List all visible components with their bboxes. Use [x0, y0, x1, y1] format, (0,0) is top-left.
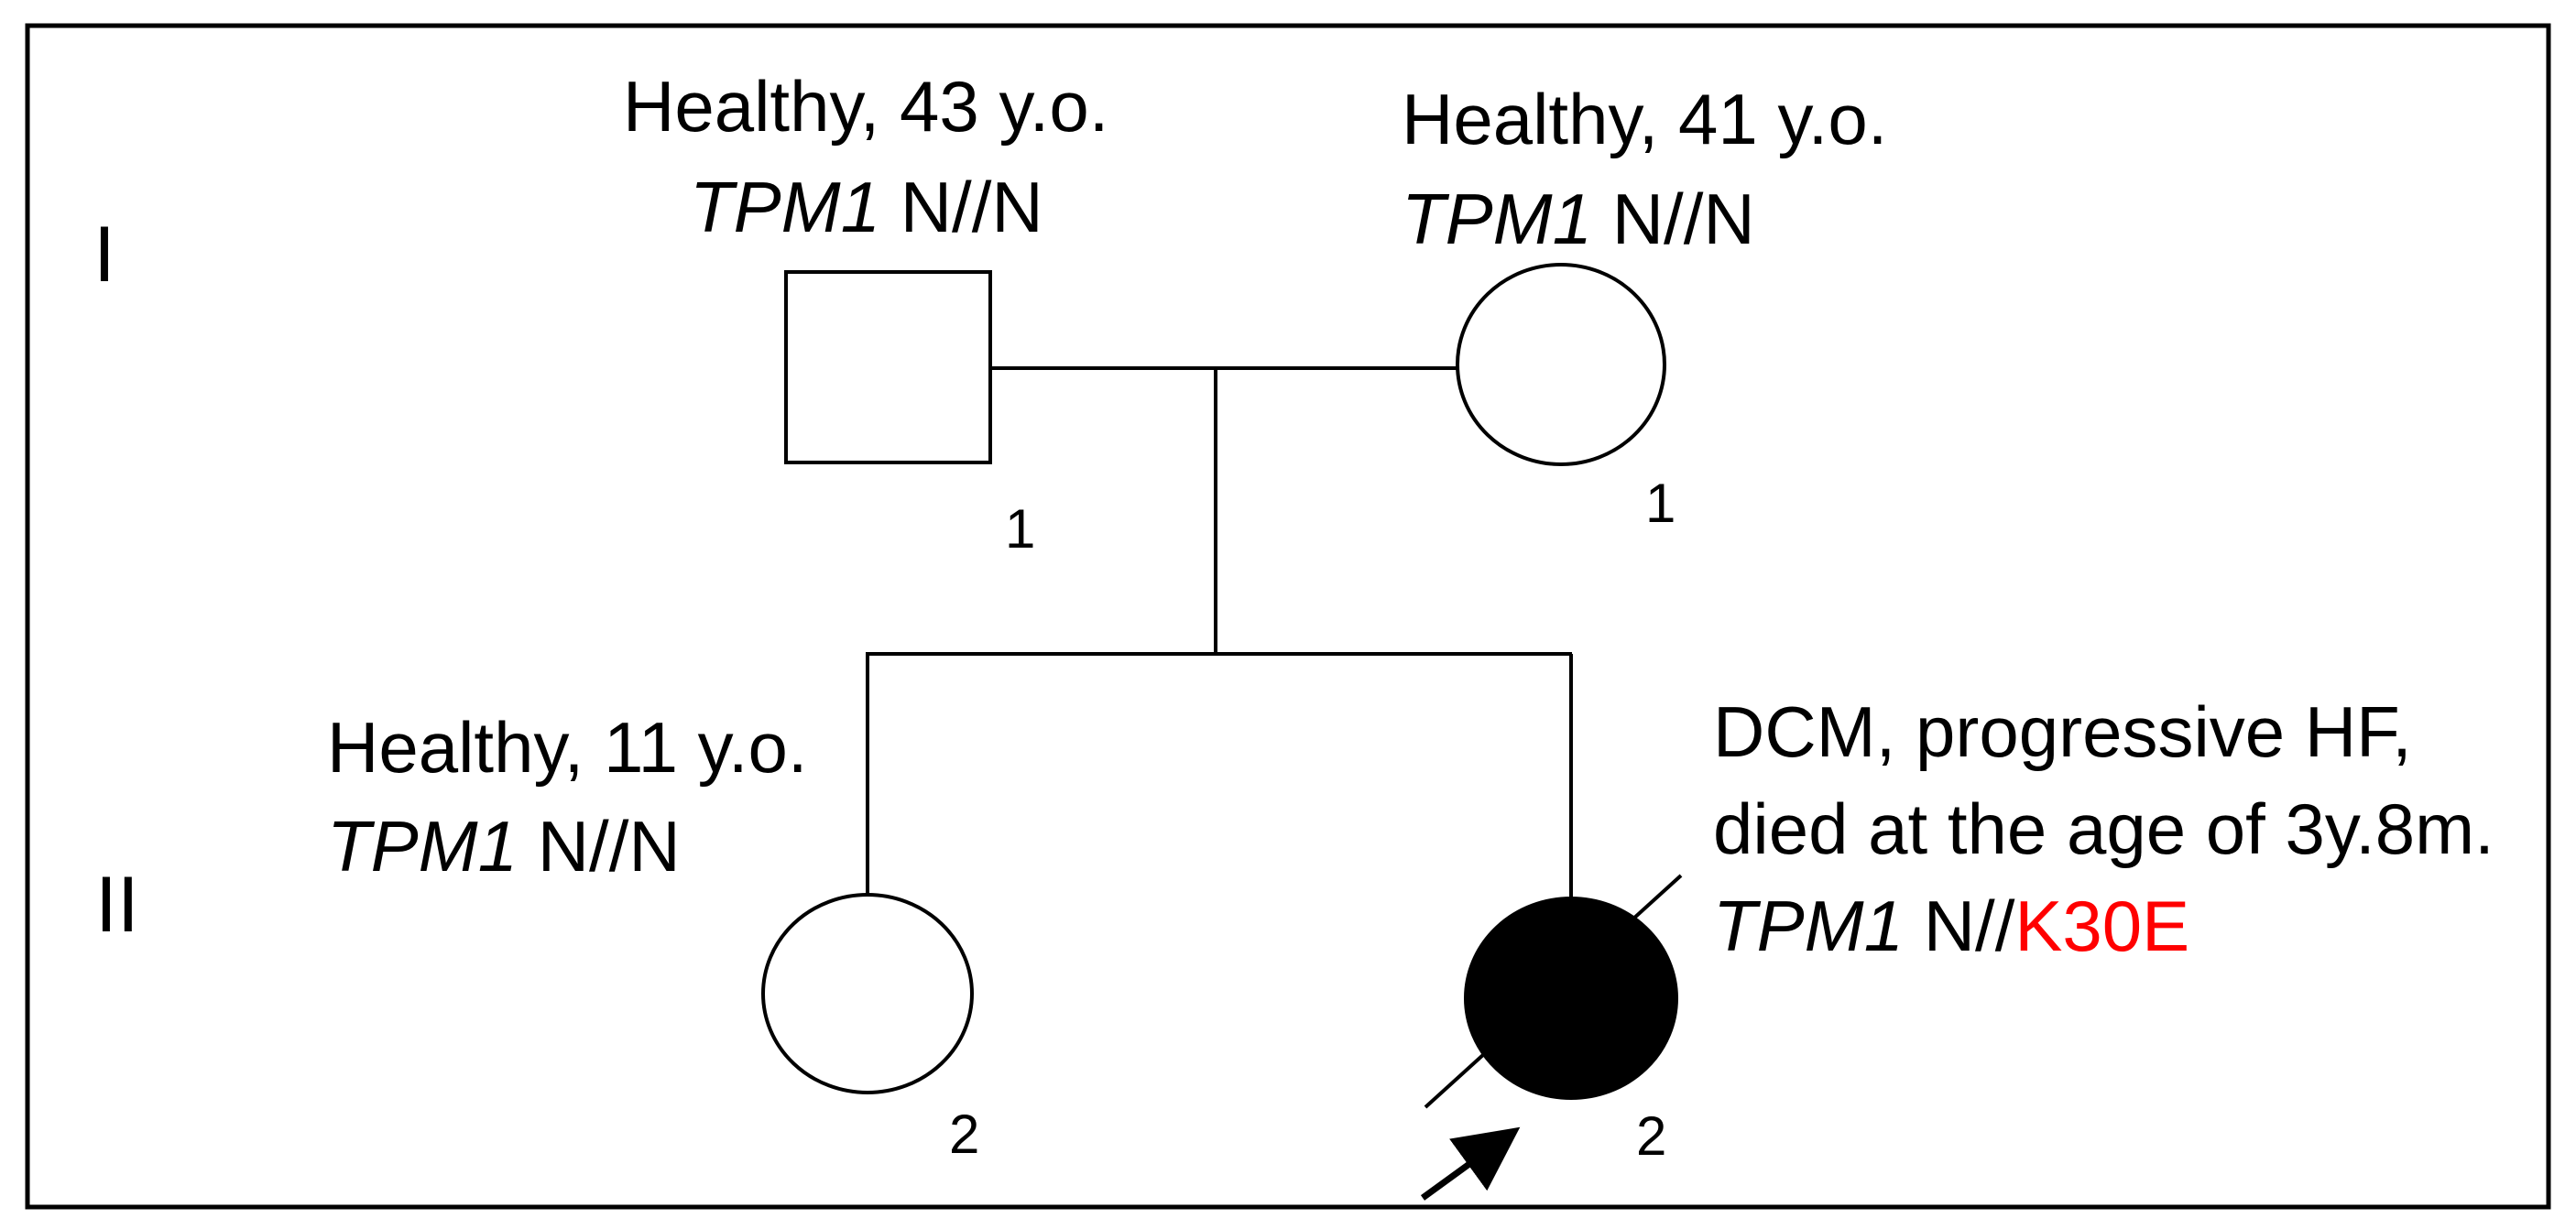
father-symbol: [784, 270, 992, 464]
proband-arrow: [1420, 1126, 1521, 1201]
proband-status-line1: DCM, progressive HF,: [1713, 691, 2412, 772]
proband-number: 2: [1636, 1105, 1667, 1167]
proband-symbol: [1464, 897, 1678, 1100]
sister-genotype: N//N: [537, 806, 681, 886]
sister-status: Healthy, 11 y.o.: [327, 707, 808, 788]
proband-genotype-line: TPM1 N//K30E: [1713, 890, 2189, 962]
generation-label-i: I: [93, 211, 115, 299]
father-number: 1: [1005, 498, 1036, 560]
sister-number: 2: [949, 1104, 980, 1165]
sister-symbol: [761, 893, 974, 1094]
sister-genotype-line: TPM1 N//N: [327, 810, 681, 882]
mother-genotype: N//N: [1611, 179, 1755, 259]
mother-symbol: [1456, 263, 1666, 466]
mother-status: Healthy, 41 y.o.: [1402, 79, 1888, 159]
generation-label-ii: II: [95, 861, 139, 949]
proband-mutation: K30E: [2014, 886, 2190, 966]
sister-gene: TPM1: [327, 806, 518, 886]
father-genotype: N//N: [900, 167, 1043, 247]
father-status: Healthy, 43 y.o.: [623, 66, 1109, 147]
deceased-slash: [1424, 874, 1683, 1109]
father-gene: TPM1: [690, 167, 881, 247]
proband-status-line2: died at the age of 3y.8m.: [1713, 789, 2494, 869]
proband-gene: TPM1: [1713, 886, 1905, 966]
proband-genotype-normal: N//: [1923, 886, 2015, 966]
figure-frame: [25, 23, 2551, 1210]
mother-genotype-line: TPM1 N//N: [1402, 183, 1755, 255]
father-genotype-line: TPM1 N//N: [690, 171, 1043, 243]
mother-gene: TPM1: [1402, 179, 1593, 259]
mother-number: 1: [1645, 473, 1676, 534]
